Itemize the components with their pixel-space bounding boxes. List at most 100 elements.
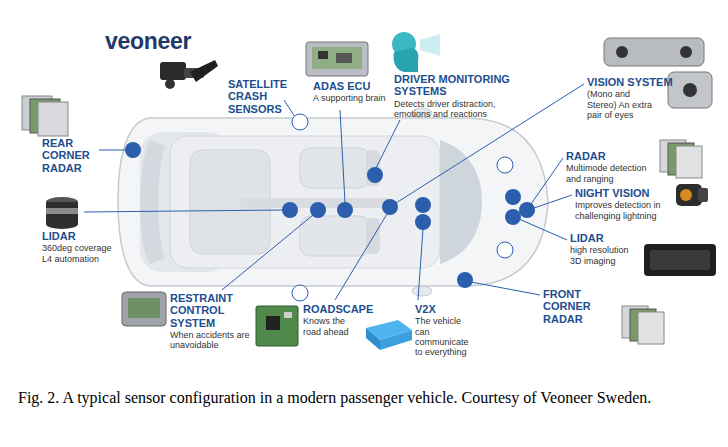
circuit-board-icon [256, 306, 298, 346]
sensor-dot [415, 214, 431, 230]
camera-icon [616, 46, 628, 58]
sensor-dot [125, 142, 141, 158]
camera-icon [604, 38, 704, 66]
car-body [170, 136, 440, 268]
night-vision-icon [676, 184, 708, 206]
radar-module-icon [676, 146, 702, 178]
car-body [440, 140, 482, 264]
leader-line [376, 120, 400, 168]
seat [190, 148, 390, 256]
leader-line [222, 215, 313, 290]
radar-module-icon [638, 312, 664, 344]
leader-line [84, 210, 283, 212]
leader-line [340, 110, 345, 203]
empty-sensor-dot [292, 285, 308, 301]
radar-module-icon [660, 140, 702, 178]
leader-line [471, 282, 540, 295]
empty-sensor-dot [292, 114, 308, 130]
v2x-module-icon [366, 320, 412, 350]
restraint-ecu-icon [128, 298, 160, 318]
seat [366, 218, 380, 254]
sensor-dot [519, 202, 535, 218]
driver-head-icon [393, 48, 418, 72]
component-title: LIDAR [42, 230, 76, 242]
component-title: ROADSCAPE [303, 303, 373, 315]
circuit-board-icon [284, 312, 292, 318]
radar-module-icon [22, 96, 68, 136]
component-description: The vehicle can communicate to everythin… [415, 316, 477, 357]
night-vision-icon [680, 189, 692, 201]
ecu-icon [312, 47, 362, 69]
radar-module-icon [622, 306, 664, 344]
restraint-ecu-icon [122, 292, 166, 326]
leader-line [84, 84, 584, 300]
driver-head-icon [420, 34, 440, 56]
crash-sensor-icon [160, 62, 186, 80]
component-description: (Mono and Stereo) An extra pair of eyes [587, 89, 662, 120]
component-title: SATELLITE CRASH SENSORS [228, 78, 290, 115]
component-description: 360deg coverage L4 automation [42, 243, 122, 264]
car-body [118, 108, 548, 296]
circuit-board-icon [256, 306, 298, 346]
lidar-icon [644, 244, 716, 276]
component-description: Knows the road ahead [303, 316, 361, 337]
component-title: FRONT CORNER RADAR [543, 288, 615, 325]
leader-line [418, 229, 423, 300]
car-body [140, 140, 165, 264]
component-title: ADAS ECU [313, 80, 370, 92]
empty-sensor-dot [292, 114, 513, 301]
seat [300, 148, 370, 188]
crash-sensor-icon [165, 79, 175, 89]
camera-icon [683, 83, 697, 97]
sensor-dot [415, 197, 431, 213]
lidar-icon [46, 219, 78, 229]
component-title: V2X [415, 303, 436, 315]
ecu-icon [336, 53, 352, 63]
component-description: A supporting brain [313, 93, 386, 103]
sensor-dot [125, 142, 535, 288]
lidar-icon [46, 208, 78, 214]
crash-sensor-icon [190, 60, 218, 82]
sensor-dot [457, 272, 473, 288]
component-description: high resolution 3D imaging [570, 245, 638, 266]
leader-line [519, 219, 567, 240]
circuit-board-icon [266, 316, 280, 330]
empty-sensor-dot [497, 242, 513, 258]
crash-sensor-icon [160, 60, 218, 89]
leader-line [531, 158, 563, 204]
leader-line [284, 100, 295, 117]
lidar-icon [650, 250, 710, 270]
component-title: REAR CORNER RADAR [42, 137, 98, 174]
sensor-dot [505, 189, 521, 205]
sensor-dot [310, 202, 326, 218]
car-body [412, 286, 432, 296]
component-title: RADAR [566, 150, 606, 162]
restraint-ecu-icon [122, 292, 166, 326]
leader-line [335, 214, 387, 300]
driver-head-icon [392, 32, 440, 72]
sensor-dot [505, 209, 521, 225]
car-body [118, 118, 548, 286]
leader-line [99, 150, 127, 151]
sensor-dot [367, 167, 383, 183]
sensor-dot [282, 202, 298, 218]
component-title: NIGHT VISION [575, 187, 650, 199]
ecu-icon [318, 51, 328, 59]
lidar-icon [46, 197, 78, 229]
empty-sensor-dot [497, 157, 513, 173]
ecu-icon [306, 42, 368, 76]
v2x-module-icon [366, 328, 380, 350]
component-title: LIDAR [570, 232, 604, 244]
figure-caption: Fig. 2. A typical sensor configuration i… [18, 388, 718, 407]
component-title: DRIVER MONITORING SYSTEMS [394, 73, 529, 98]
camera-icon [668, 72, 712, 108]
component-description: When accidents are unavoidable [170, 330, 260, 351]
v2x-module-icon [380, 330, 412, 350]
leader-line [534, 195, 572, 208]
component-description: Multimode detection and ranging [566, 163, 654, 184]
component-description: Improves detection in challenging lightn… [575, 200, 670, 221]
night-vision-icon [698, 188, 708, 202]
radar-module-icon [38, 102, 68, 136]
sensor-dot [382, 199, 398, 215]
